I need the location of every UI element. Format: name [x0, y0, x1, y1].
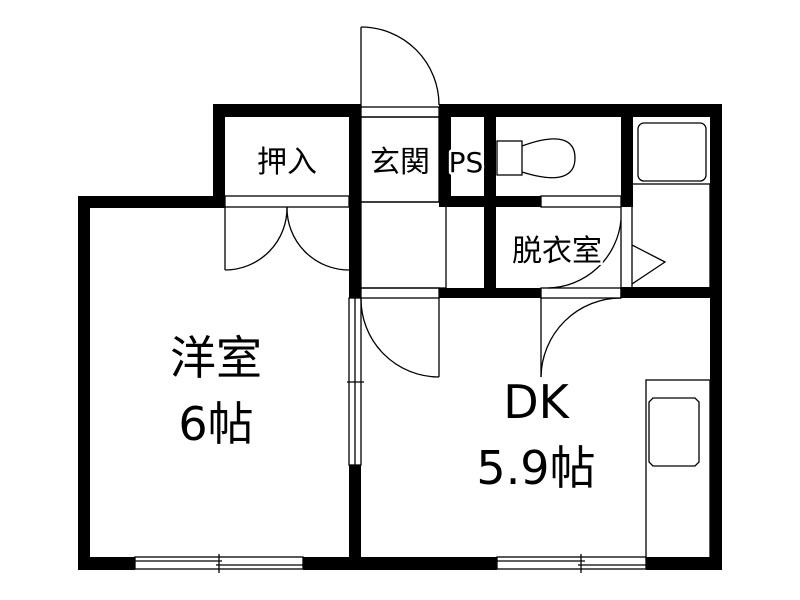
window-dk — [496, 554, 647, 573]
window-western — [134, 554, 304, 573]
dressing-room-door — [540, 195, 622, 378]
kitchen-counter — [645, 379, 711, 561]
label-dressing-room: 脱衣室 — [512, 234, 602, 269]
room-labels: 押入 玄関 PS 脱衣室 洋室 6帖 DK 5.9帖 — [170, 143, 605, 496]
label-dk-size: 5.9帖 — [476, 441, 595, 495]
label-western-room: 洋室 — [170, 331, 262, 385]
closet-doors — [224, 195, 350, 271]
label-entrance: 玄関 — [370, 145, 430, 180]
label-ps: PS — [449, 146, 484, 179]
hallway-door — [360, 297, 440, 378]
toilet — [496, 138, 576, 179]
walls — [78, 104, 722, 570]
label-dk: DK — [503, 375, 570, 429]
sliding-partition — [347, 297, 364, 466]
label-western-room-size: 6帖 — [178, 397, 253, 451]
label-closet: 押入 — [257, 145, 317, 180]
